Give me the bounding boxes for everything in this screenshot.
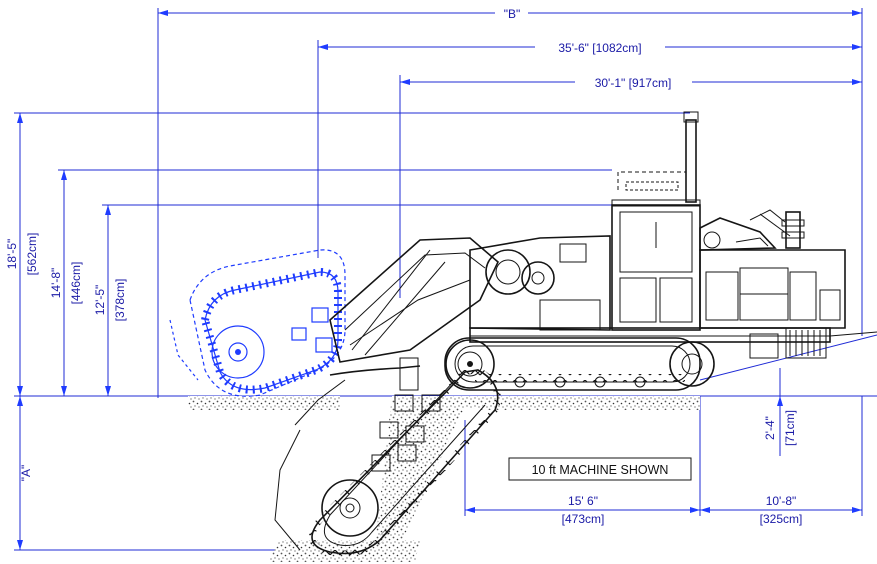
engine-compartment (699, 249, 877, 359)
dim-length-trencher: 35'-6" [1082cm] (558, 41, 641, 55)
dim-track-length-cm: [473cm] (562, 512, 605, 526)
dim-height-max-cm: [562cm] (25, 233, 39, 276)
dim-ground-clearance-cm: [71cm] (783, 410, 797, 446)
boom-lowered (274, 366, 501, 557)
exhaust-stack (683, 111, 699, 203)
dim-rear-overhang-cm: [325cm] (760, 512, 803, 526)
boom-arm (329, 237, 499, 391)
track-assembly (444, 337, 715, 391)
dim-height-cab-ft: 12'-5" (93, 285, 107, 316)
note-text: 10 ft MACHINE SHOWN (532, 463, 669, 477)
dim-height-boom-cm: [446cm] (69, 262, 83, 305)
dim-rear-overhang-ft: 10'-8" (766, 494, 797, 508)
dim-height-boom-ft: 14'-8" (49, 268, 63, 299)
machine-body (469, 235, 831, 343)
dim-height-max-ft: 18'-5" (5, 239, 19, 270)
dimension-lines (14, 8, 877, 551)
dim-length-machine: 30'-1" [917cm] (595, 76, 672, 90)
machine-note: 10 ft MACHINE SHOWN (508, 457, 692, 481)
dim-overall-length: "B" (504, 7, 521, 21)
dim-ground-clearance-ft: 2'-4" (763, 416, 777, 440)
ground-gravel (188, 396, 700, 562)
dim-height-cab-cm: [378cm] (113, 279, 127, 322)
dim-depth-a: "A" (19, 465, 33, 482)
top-equipment (699, 209, 805, 251)
boom-raised (169, 249, 346, 397)
dim-track-length-ft: 15' 6" (568, 494, 598, 508)
